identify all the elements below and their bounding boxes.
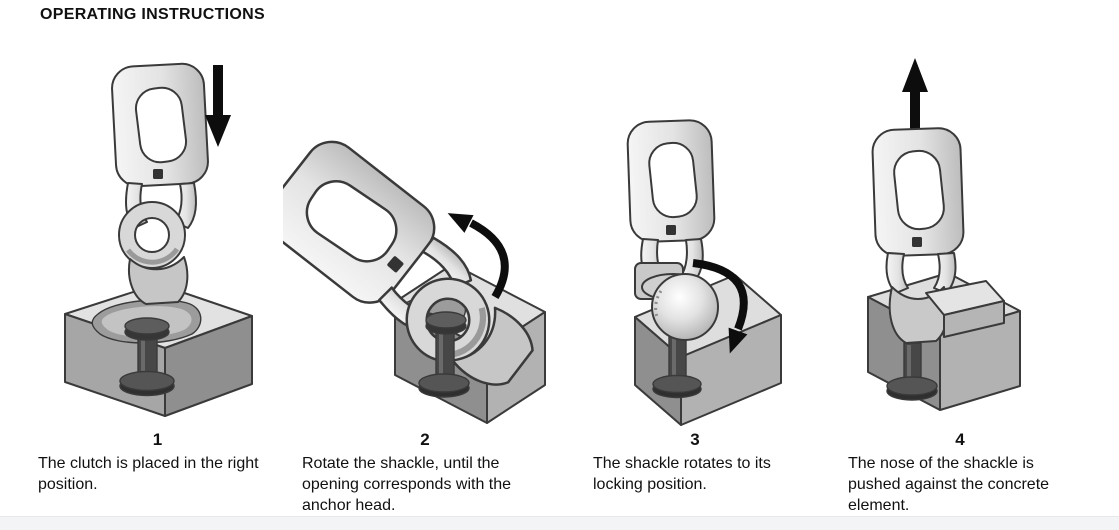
clutch-ball: [651, 273, 719, 341]
step-3-drawing: [626, 119, 782, 426]
rotate-clockwise-arrow-icon: [692, 259, 748, 354]
step-2-number: 2: [420, 430, 430, 449]
page-title: OPERATING INSTRUCTIONS: [40, 6, 265, 23]
clutch-nose: [925, 280, 1005, 338]
bottom-page-edge: [0, 516, 1119, 530]
step-1-drawing: [64, 62, 253, 417]
anchor: [119, 317, 175, 397]
step-3-caption: The shackle rotates to its locking posit…: [593, 455, 771, 493]
step-4-number: 4: [955, 430, 965, 449]
step-1-illustration: [50, 52, 265, 427]
anchor: [652, 332, 702, 399]
anchor: [886, 342, 938, 401]
brand-mark-icon: [387, 256, 404, 273]
brand-mark-icon: [912, 237, 922, 247]
step-2-drawing: [283, 140, 546, 424]
step-4-illustration: [838, 45, 1068, 440]
shackle: [111, 62, 209, 305]
rotate-counterclockwise-arrow-icon: [447, 213, 509, 300]
step-1-caption: The clutch is placed in the right positi…: [38, 455, 259, 493]
brand-mark-icon: [666, 225, 676, 235]
clutch-bell: [128, 256, 189, 305]
step-4-drawing: [867, 58, 1021, 411]
clutch-link-ring: [118, 201, 186, 269]
up-arrow-icon: [902, 58, 928, 130]
shackle: [283, 140, 534, 386]
anchor: [418, 311, 470, 398]
shackle: [871, 127, 1005, 344]
down-arrow-icon: [205, 65, 231, 147]
step-2-caption: Rotate the shackle, until the opening co…: [302, 455, 512, 514]
step-4-caption: The nose of the shackle is pushed agains…: [848, 455, 1050, 514]
step-3-number: 3: [690, 430, 700, 449]
step-2-illustration: [283, 90, 558, 435]
step-1-number: 1: [152, 430, 163, 449]
shackle: [626, 119, 719, 341]
step-3-illustration: [585, 95, 800, 435]
brand-mark-icon: [153, 169, 163, 179]
clutch-bell: [451, 306, 534, 386]
